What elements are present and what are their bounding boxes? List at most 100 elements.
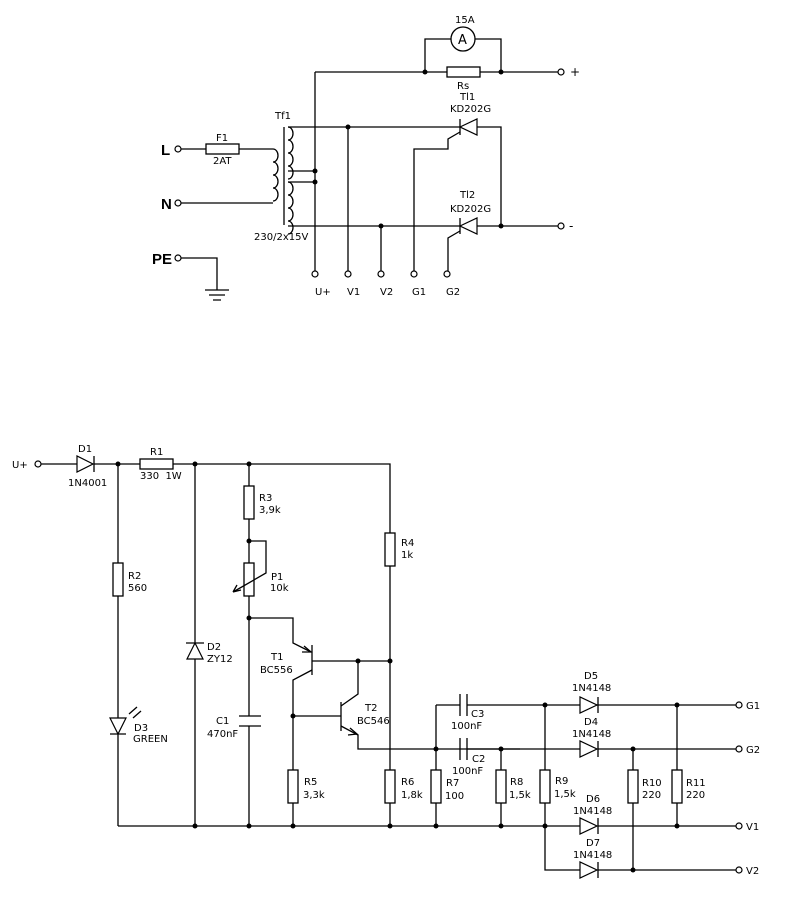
transformer-secondary-1: [287, 126, 294, 180]
resistor-r1: [139, 458, 174, 470]
terminal-out-v1[interactable]: [735, 822, 743, 830]
t2-value: BC546: [357, 716, 390, 727]
transformer-secondary-2: [287, 181, 294, 235]
terminal-g2[interactable]: [443, 270, 451, 278]
c2-name: C2: [472, 754, 485, 765]
junction: [290, 823, 296, 829]
t1-name: T1: [270, 652, 283, 663]
resistor-r10: [627, 769, 639, 804]
output-label: V1: [347, 287, 360, 298]
resistor-r2: [112, 562, 124, 597]
junction: [498, 223, 504, 229]
r7-name: R7: [446, 778, 459, 789]
junction: [312, 168, 318, 174]
terminal-minus[interactable]: [557, 222, 565, 230]
wire-t2-emitter: [340, 725, 520, 750]
r11-value: 220: [686, 790, 705, 801]
terminal-plus[interactable]: [557, 68, 565, 76]
terminal-u-plus-in[interactable]: [34, 460, 42, 468]
output-label: G1: [412, 287, 426, 298]
resistor-r9: [539, 769, 551, 804]
c3-value: 100nF: [451, 721, 482, 732]
output-label: V2: [380, 287, 393, 298]
r5-value: 3,3k: [303, 790, 325, 801]
wire-top-rail: [41, 463, 391, 533]
transformer-primary: [272, 148, 279, 202]
led-light-icon: [110, 706, 142, 735]
fuse-name: F1: [216, 133, 228, 144]
r5-name: R5: [304, 777, 317, 788]
resistor-r11: [671, 769, 683, 804]
terminal-v1[interactable]: [344, 270, 352, 278]
d7-name: D7: [586, 838, 600, 849]
ground-icon: [205, 289, 229, 301]
resistor-r3: [243, 485, 255, 520]
terminal-pe[interactable]: [174, 254, 182, 262]
junction: [630, 867, 636, 873]
fuse-value: 2AT: [213, 156, 232, 167]
c3-name: C3: [471, 709, 484, 720]
wire-g2: [447, 230, 461, 272]
terminal-out-g1[interactable]: [735, 701, 743, 709]
r11-name: R11: [686, 778, 706, 789]
r10-name: R10: [642, 778, 662, 789]
terminal-n[interactable]: [174, 199, 182, 207]
d2-value: ZY12: [207, 654, 233, 665]
r3-value: 3,9k: [259, 505, 281, 516]
thyristor-tl2: [458, 217, 478, 235]
wire-center-tap: [288, 170, 315, 183]
control-section: U+ D1 1N4001 R1 330 1W R2 560 D3 GREEN D…: [12, 444, 760, 879]
led-d3: [109, 717, 127, 736]
resistor-r8: [495, 769, 507, 804]
potentiometer-wiper-icon[interactable]: [232, 540, 267, 593]
output-label: G2: [446, 287, 460, 298]
d3-name: D3: [134, 723, 148, 734]
junction: [387, 823, 393, 829]
ammeter-range: 15A: [455, 15, 475, 26]
t2-emitter-arrow: [347, 727, 359, 736]
p1-name: P1: [271, 572, 283, 583]
input-label: U+: [12, 460, 28, 471]
r6-name: R6: [401, 777, 414, 788]
terminal-out-v2[interactable]: [735, 866, 743, 874]
wire-secondary-top: [288, 126, 502, 226]
wire-ammeter: [424, 38, 502, 72]
diode-d7: [579, 861, 599, 879]
thyristor-tl1: [458, 118, 478, 136]
thyristor1-type: KD202G: [450, 104, 491, 115]
d1-value: 1N4001: [68, 478, 107, 489]
shunt-rs: [446, 66, 481, 78]
out-label-g1: G1: [746, 701, 760, 712]
terminal-label-l: L: [161, 142, 170, 159]
r4-value: 1k: [401, 550, 413, 561]
terminal-v2[interactable]: [377, 270, 385, 278]
wire-t1-emitter: [249, 617, 312, 653]
r6-value: 1,8k: [401, 790, 423, 801]
junction: [312, 179, 318, 185]
r9-name: R9: [555, 776, 568, 787]
terminal-g1[interactable]: [410, 270, 418, 278]
d4-name: D4: [584, 717, 598, 728]
ammeter: [450, 26, 476, 52]
terminal-label-minus: -: [569, 219, 573, 233]
out-label-v2: V2: [746, 866, 759, 877]
terminal-out-g2[interactable]: [735, 745, 743, 753]
terminal-label-plus: +: [570, 65, 580, 79]
terminal-u-plus[interactable]: [311, 270, 319, 278]
junction: [192, 823, 198, 829]
power-section: L N PE F1 2AT Tf1 230/2x15V Rs A: [152, 15, 580, 301]
resistor-r5: [287, 769, 299, 804]
terminal-label-n: N: [161, 196, 172, 213]
t1-emitter-arrow: [302, 645, 313, 653]
terminal-l[interactable]: [174, 145, 182, 153]
p1-value: 10k: [270, 583, 289, 594]
r1-value: 330 1W: [140, 471, 182, 482]
r8-name: R8: [510, 777, 523, 788]
d1-name: D1: [78, 444, 92, 455]
t2-name: T2: [364, 703, 377, 714]
wire-g1: [413, 131, 461, 272]
junction: [498, 823, 504, 829]
r9-value: 1,5k: [554, 789, 576, 800]
d5-value: 1N4148: [572, 683, 611, 694]
